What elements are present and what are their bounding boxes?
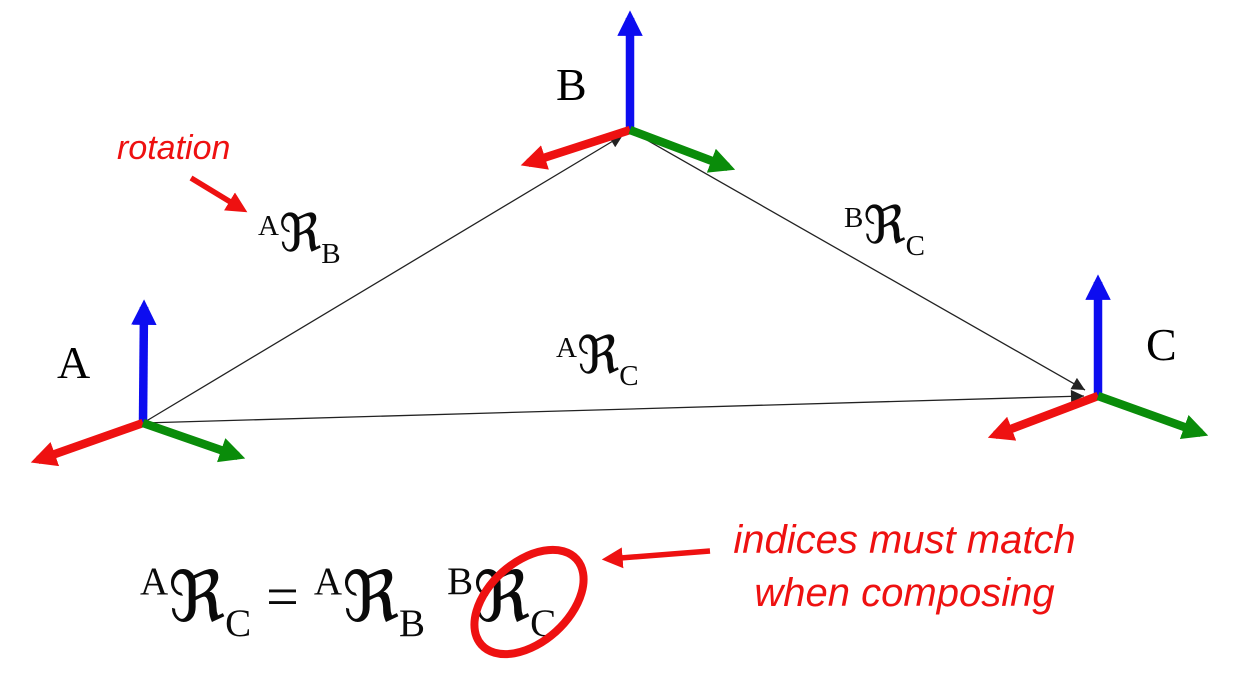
subscript-frame: C xyxy=(530,602,557,645)
equation-rhs-term2: BℜC xyxy=(447,562,556,643)
fraktur-r-symbol: ℜ xyxy=(278,204,322,264)
subscript-frame: C xyxy=(225,602,252,645)
fraktur-r-symbol: ℜ xyxy=(863,196,906,256)
subscript-frame: C xyxy=(619,360,639,392)
frame-b-x-axis xyxy=(520,125,632,170)
fraktur-r-symbol: ℜ xyxy=(473,556,531,638)
equation-lhs: AℜC xyxy=(140,562,251,643)
fraktur-r-symbol: ℜ xyxy=(342,556,400,638)
connector-a-to-c-line xyxy=(142,389,1085,424)
frame-a-y-axis xyxy=(141,418,246,463)
frame-b-y-axis xyxy=(628,126,736,173)
indices-annotation-arrow xyxy=(601,547,711,569)
frame-c-label: C xyxy=(1146,319,1177,370)
fraktur-r-symbol: ℜ xyxy=(168,556,226,638)
superscript-frame: A xyxy=(556,332,577,364)
frame-b-label: B xyxy=(556,59,587,110)
rotation-annotation-arrow xyxy=(189,175,248,213)
superscript-frame: A xyxy=(258,210,279,242)
indices-annotation-line1: indices must match xyxy=(733,518,1076,562)
frame-a-label: A xyxy=(57,337,91,388)
rotation-label-b-to-c: BℜC xyxy=(844,200,925,261)
equation-rhs-term1: AℜB xyxy=(314,562,425,643)
superscript-frame: B xyxy=(447,560,474,603)
rotation-label-a-to-b: AℜB xyxy=(258,208,341,269)
superscript-frame: A xyxy=(313,560,343,603)
connector-a-to-b-line xyxy=(142,134,624,424)
equals-sign: = xyxy=(266,564,299,629)
subscript-frame: C xyxy=(905,230,926,262)
indices-annotation-text: indices must match when composing xyxy=(712,514,1097,620)
rotation-annotation-text: rotation xyxy=(117,129,231,167)
fraktur-r-symbol: ℜ xyxy=(576,326,620,386)
subscript-frame: B xyxy=(399,602,426,645)
frame-a-z-axis xyxy=(131,299,157,424)
composition-equation: AℜC=AℜB BℜC xyxy=(140,562,556,643)
frame-c-x-axis xyxy=(987,392,1100,441)
indices-annotation-line2: when composing xyxy=(754,571,1055,616)
subscript-frame: B xyxy=(321,238,341,270)
superscript-frame: B xyxy=(844,202,864,234)
superscript-frame: A xyxy=(140,560,169,603)
frame-a-x-axis xyxy=(30,418,145,467)
frame-c-y-axis xyxy=(1096,392,1209,439)
rotation-label-a-to-c: AℜC xyxy=(556,330,639,391)
